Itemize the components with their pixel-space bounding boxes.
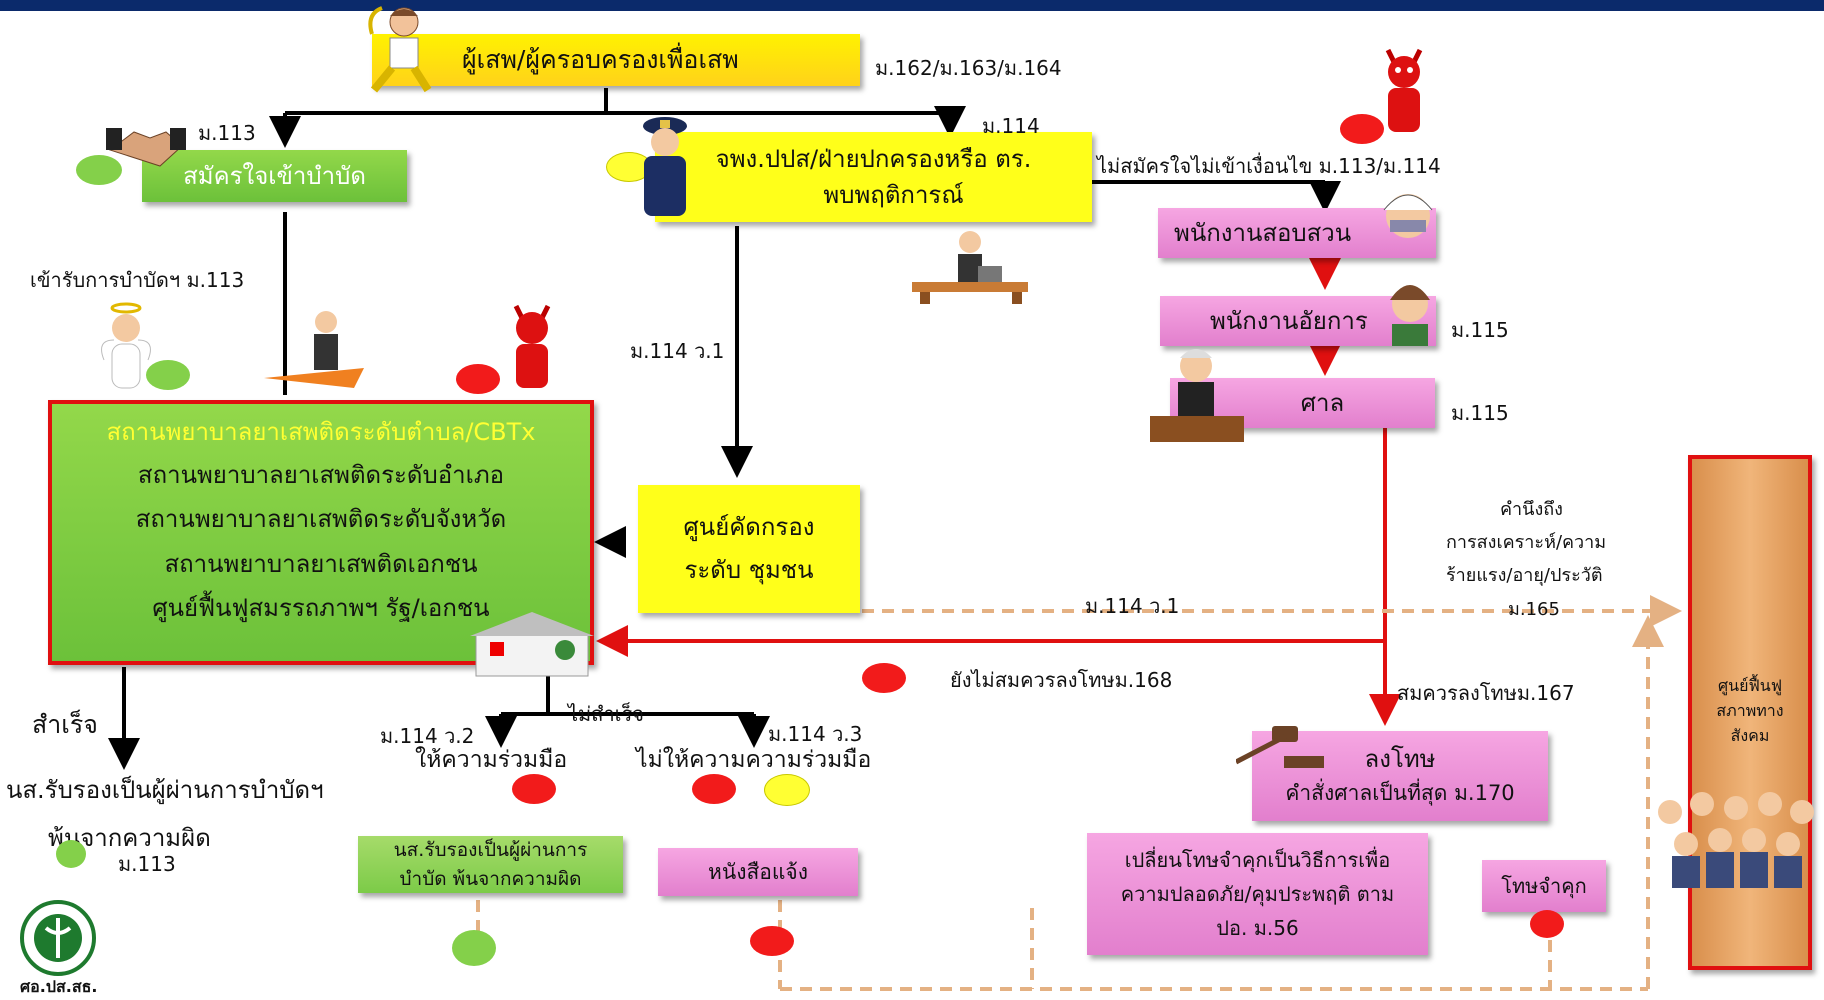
officer-line-1: จพง.ปปส/ฝ่ายปกครองหรือ ตร.	[715, 145, 1032, 173]
success-label: สำเร็จ	[32, 710, 98, 739]
police-officer-icon	[643, 117, 687, 216]
clinic-line-4: สถานพยาบาลยาเสพติดเอกชน	[164, 549, 478, 578]
addict-character-icon	[368, 6, 432, 93]
voluntary-box: สมัครใจเข้าบำบัด	[142, 150, 407, 202]
prison-text: โทษจำคุก	[1501, 874, 1587, 898]
prosecutor-box: พนักงานอัยการ	[1160, 296, 1436, 346]
m115-a-label: ม.115	[1451, 318, 1509, 342]
lawyer-icon	[1390, 285, 1430, 346]
rehab-line-2: สภาพทาง	[1716, 700, 1784, 720]
crowd-icon	[1658, 792, 1814, 888]
success-cert-line-1: นส.รับรองเป็นผู้ผ่านการบำบัดฯ	[6, 776, 324, 804]
addict-text: ผู้เสพ/ผู้ครอบครองเพื่อเสพ	[462, 45, 739, 75]
judge-icon	[1150, 349, 1244, 442]
certified-box: นส.รับรองเป็นผู้ผ่านการ บำบัด พ้นจากความ…	[358, 836, 623, 893]
investigator-icon	[1383, 194, 1433, 238]
consider-line-1: คำนึงถึง	[1500, 499, 1563, 520]
court-text: ศาล	[1300, 389, 1345, 417]
gavel-icon	[1236, 726, 1324, 768]
hospital-icon	[470, 612, 594, 677]
top-bar	[0, 0, 1824, 11]
prison-box: โทษจำคุก	[1482, 860, 1606, 912]
screening-line-1: ศูนย์คัดกรอง	[683, 512, 815, 541]
investigator-text: พนักงานสอบสวน	[1174, 219, 1352, 247]
certified-line-2: บำบัด พ้นจากความผิด	[399, 867, 582, 890]
notice-box: หนังสือแจ้ง	[658, 848, 858, 896]
green-dot	[76, 155, 122, 185]
m114-w1-center-label: ม.114 ว.1	[630, 339, 725, 363]
devil-icon	[513, 304, 551, 388]
devil-icon	[1385, 48, 1423, 132]
m114-top-label: ม.114	[982, 114, 1040, 138]
prosecutor-text: พนักงานอัยการ	[1210, 307, 1368, 335]
not-yet-punish-label: ยังไม่สมควรลงโทษม.168	[950, 668, 1173, 692]
screening-line-2: ระดับ ชุมชน	[684, 556, 814, 584]
office-worker-icon	[264, 311, 364, 388]
red-dot	[692, 774, 736, 804]
clinic-line-1: สถานพยาบาลยาเสพติดระดับตำบล/CBTx	[106, 418, 536, 446]
m113-top-label: ม.113	[198, 121, 256, 145]
m115-b-label: ม.115	[1451, 401, 1509, 425]
red-dot	[456, 364, 500, 394]
should-punish-label: สมควรลงโทษม.167	[1397, 681, 1575, 705]
green-dot	[56, 840, 86, 868]
green-dot	[452, 930, 496, 966]
convert-line-2: ความปลอดภัย/คุมประพฤติ ตาม	[1120, 882, 1395, 906]
clinic-line-5: ศูนย์ฟื้นฟูสมรรถภาพฯ รัฐ/เอกชน	[152, 593, 490, 622]
office-worker-icon	[912, 231, 1028, 304]
law-162-label: ม.162/ม.163/ม.164	[875, 56, 1062, 80]
officer-box: จพง.ปปส/ฝ่ายปกครองหรือ ตร. พบพฤติการณ์	[655, 132, 1092, 222]
consider-line-2: การสงเคราะห์/ความ	[1446, 532, 1607, 553]
punish-line-2: คำสั่งศาลเป็นที่สุด ม.170	[1285, 781, 1515, 806]
officer-line-2: พบพฤติการณ์	[823, 181, 964, 209]
logo-caption: ศอ.ปส.สธ.	[20, 977, 98, 996]
certified-line-1: นส.รับรองเป็นผู้ผ่านการ	[393, 839, 588, 861]
punish-box: ลงโทษ คำสั่งศาลเป็นที่สุด ม.170	[1252, 731, 1548, 821]
m114-w2-label: ม.114 ว.2	[380, 724, 475, 748]
rehab-line-1: ศูนย์ฟื้นฟู	[1717, 676, 1783, 695]
handshake-icon	[106, 128, 186, 167]
screening-box: ศูนย์คัดกรอง ระดับ ชุมชน	[638, 485, 860, 613]
convert-line-3: ปอ. ม.56	[1216, 916, 1299, 940]
m114-w3-label: ม.114 ว.3	[768, 722, 863, 746]
red-dot	[1340, 114, 1384, 144]
red-dot	[750, 926, 794, 956]
red-dot	[862, 663, 906, 693]
consider-line-3: ร้ายแรง/อายุ/ประวัติ	[1446, 565, 1603, 586]
voluntary-text: สมัครใจเข้าบำบัด	[183, 162, 366, 190]
rehab-line-3: สังคม	[1730, 725, 1770, 745]
ministry-logo-icon	[20, 900, 96, 976]
not-success-label: ไม่สำเร็จ	[568, 702, 644, 726]
not-voluntary-label: ไม่สมัครใจไม่เข้าเงื่อนไข ม.113/ม.114	[1097, 154, 1441, 178]
clinic-line-3: สถานพยาบาลยาเสพติดระดับจังหวัด	[135, 505, 507, 534]
cooperate-label: ให้ความร่วมมือ	[415, 747, 568, 773]
punish-line-1: ลงโทษ	[1364, 745, 1436, 774]
convert-line-1: เปลี่ยนโทษจำคุกเป็นวิธีการเพื่อ	[1124, 848, 1391, 872]
clinic-box: สถานพยาบาลยาเสพติดระดับตำบล/CBTx สถานพยา…	[48, 400, 594, 665]
m113-bottom-label: ม.113	[118, 852, 176, 876]
m114-w1-right-label: ม.114 ว.1	[1085, 594, 1180, 618]
red-dot	[1530, 910, 1564, 938]
convert-box: เปลี่ยนโทษจำคุกเป็นวิธีการเพื่อ ความปลอด…	[1087, 833, 1428, 955]
yellow-dot	[764, 774, 810, 806]
notice-text: หนังสือแจ้ง	[708, 859, 808, 884]
enter-treatment-label: เข้ารับการบำบัดฯ ม.113	[30, 268, 245, 292]
green-dot	[146, 360, 190, 390]
red-dot	[512, 774, 556, 804]
addict-box: ผู้เสพ/ผู้ครอบครองเพื่อเสพ	[372, 34, 860, 86]
angel-icon	[101, 302, 151, 389]
not-cooperate-label: ไม่ให้ความความร่วมมือ	[636, 747, 872, 773]
consider-line-4: ม.165	[1508, 599, 1560, 620]
clinic-line-2: สถานพยาบาลยาเสพติดระดับอำเภอ	[137, 460, 505, 489]
